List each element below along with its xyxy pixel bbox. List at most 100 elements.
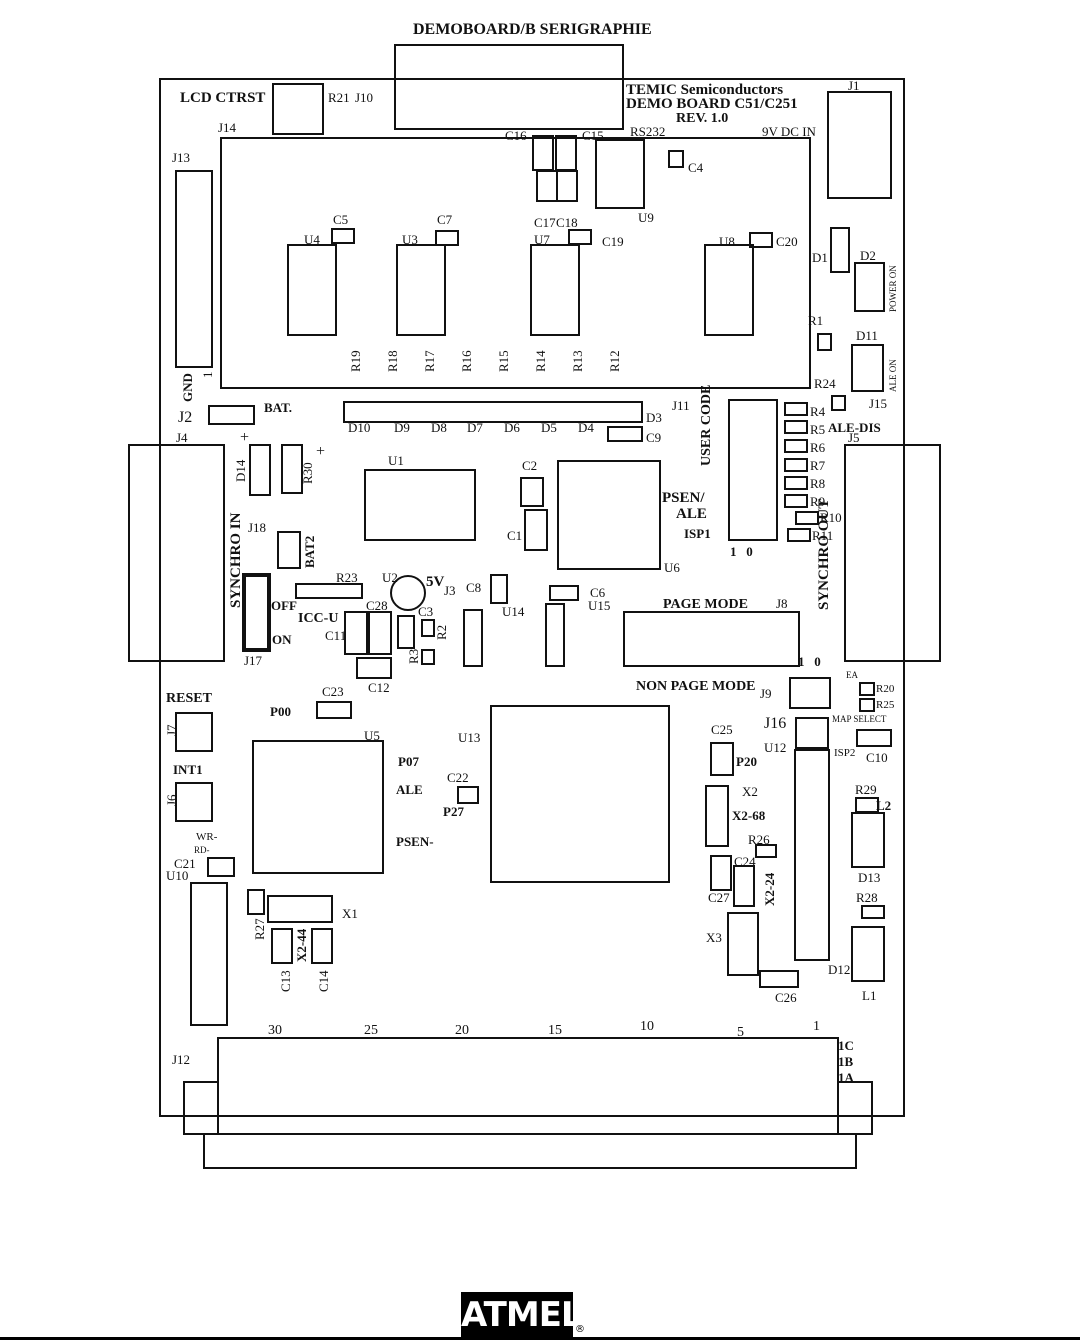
svg-text:9V DC IN: 9V DC IN	[762, 124, 817, 139]
svg-text:TEMIC Semiconductors: TEMIC Semiconductors	[626, 82, 783, 98]
svg-text:U8: U8	[719, 234, 735, 249]
svg-text:R16: R16	[459, 350, 474, 372]
svg-text:C2: C2	[522, 458, 537, 473]
svg-text:C13: C13	[278, 970, 293, 992]
svg-text:X1: X1	[342, 906, 358, 921]
svg-text:J11: J11	[672, 398, 690, 413]
svg-text:1 0: 1 0	[730, 544, 753, 559]
svg-text:C17: C17	[534, 215, 556, 230]
svg-text:J1: J1	[848, 78, 860, 93]
svg-text:D3: D3	[646, 410, 662, 425]
svg-text:5V: 5V	[426, 574, 445, 590]
svg-text:J2: J2	[178, 409, 192, 426]
svg-text:J18: J18	[248, 520, 266, 535]
svg-text:R18: R18	[385, 350, 400, 372]
svg-text:20: 20	[455, 1023, 469, 1038]
svg-text:C3: C3	[418, 604, 433, 619]
connector-j5	[844, 444, 941, 662]
svg-text:D7: D7	[467, 420, 483, 435]
svg-text:R13: R13	[570, 350, 585, 372]
svg-text:D13: D13	[858, 870, 880, 885]
svg-text:ALE ON: ALE ON	[888, 359, 898, 392]
svg-text:ALE: ALE	[676, 506, 707, 522]
connector-j4	[128, 444, 225, 662]
svg-text:ALE: ALE	[396, 782, 423, 797]
svg-text:R9: R9	[810, 494, 825, 509]
chip-u4	[287, 244, 337, 336]
svg-text:R29: R29	[855, 782, 877, 797]
r21-pad	[272, 83, 324, 135]
svg-text:U13: U13	[458, 730, 480, 745]
chip-u5	[252, 740, 384, 874]
svg-text:C11: C11	[325, 628, 346, 643]
svg-text:RS232: RS232	[630, 124, 665, 139]
svg-text:U15: U15	[588, 598, 610, 613]
svg-text:C20: C20	[776, 234, 798, 249]
svg-text:NON PAGE MODE: NON PAGE MODE	[636, 679, 756, 694]
atmel-logo: ATMEL ®	[459, 1288, 589, 1340]
svg-text:DEMO BOARD C51/C251: DEMO BOARD C51/C251	[626, 96, 798, 112]
svg-text:R21: R21	[328, 90, 350, 105]
svg-text:R10: R10	[820, 510, 842, 525]
svg-text:R19: R19	[348, 350, 363, 372]
svg-text:C28: C28	[366, 598, 388, 613]
svg-text:1: 1	[200, 372, 215, 379]
svg-text:R23: R23	[336, 570, 358, 585]
svg-text:C10: C10	[866, 750, 888, 765]
svg-text:U2: U2	[382, 570, 398, 585]
switch-j11	[728, 399, 778, 541]
svg-text:30: 30	[268, 1023, 282, 1038]
svg-text:ALE-DIS: ALE-DIS	[828, 420, 881, 435]
svg-text:J5: J5	[848, 430, 860, 445]
svg-text:BAT.: BAT.	[264, 400, 292, 415]
chip-u13	[490, 705, 670, 883]
silkscreen-labels: DEMOBOARD/B SERIGRAPHIE TEMIC Semiconduc…	[164, 21, 898, 1085]
svg-text:U6: U6	[664, 560, 680, 575]
svg-text:1B: 1B	[838, 1054, 854, 1069]
svg-text:U5: U5	[364, 728, 380, 743]
svg-text:J12: J12	[172, 1052, 190, 1067]
diagram-title: DEMOBOARD/B SERIGRAPHIE	[413, 21, 652, 38]
svg-text:D4: D4	[578, 420, 594, 435]
svg-text:D11: D11	[856, 328, 878, 343]
svg-text:C4: C4	[688, 160, 704, 175]
svg-text:BAT2: BAT2	[302, 536, 317, 568]
svg-text:D6: D6	[504, 420, 520, 435]
svg-text:D10: D10	[348, 420, 370, 435]
svg-text:LCD CTRST: LCD CTRST	[180, 90, 265, 106]
svg-text:L2: L2	[876, 798, 891, 813]
svg-text:R8: R8	[810, 476, 825, 491]
svg-text:EA: EA	[846, 670, 858, 680]
svg-text:U14: U14	[502, 604, 525, 619]
svg-text:C19: C19	[602, 234, 624, 249]
edge-connector-j12	[217, 1037, 839, 1117]
svg-text:C7: C7	[437, 212, 453, 227]
svg-text:J14: J14	[218, 120, 237, 135]
transistor-u2	[390, 575, 426, 611]
svg-text:U1: U1	[388, 453, 404, 468]
svg-text:J10: J10	[355, 90, 373, 105]
svg-text:RESET: RESET	[166, 691, 213, 706]
svg-text:R24: R24	[814, 376, 836, 391]
svg-text:1 0: 1 0	[798, 654, 821, 669]
svg-text:C5: C5	[333, 212, 348, 227]
svg-text:R3: R3	[406, 649, 421, 664]
svg-text:D14: D14	[233, 459, 248, 482]
svg-text:R12: R12	[607, 350, 622, 372]
svg-text:C21: C21	[174, 856, 196, 871]
svg-text:P20: P20	[736, 754, 757, 769]
svg-text:10: 10	[640, 1019, 654, 1034]
svg-text:C18: C18	[556, 215, 578, 230]
svg-text:R26: R26	[748, 832, 770, 847]
chip-u7	[530, 244, 580, 336]
led-d11	[851, 344, 884, 392]
svg-text:C26: C26	[775, 990, 797, 1005]
svg-text:C22: C22	[447, 770, 469, 785]
chip-u6	[557, 460, 661, 570]
svg-text:ICC-U: ICC-U	[298, 611, 338, 626]
svg-text:U12: U12	[764, 740, 786, 755]
svg-text:OFF: OFF	[271, 598, 297, 613]
svg-text:SYNCHRO IN: SYNCHRO IN	[228, 512, 244, 608]
svg-text:C6: C6	[590, 585, 606, 600]
